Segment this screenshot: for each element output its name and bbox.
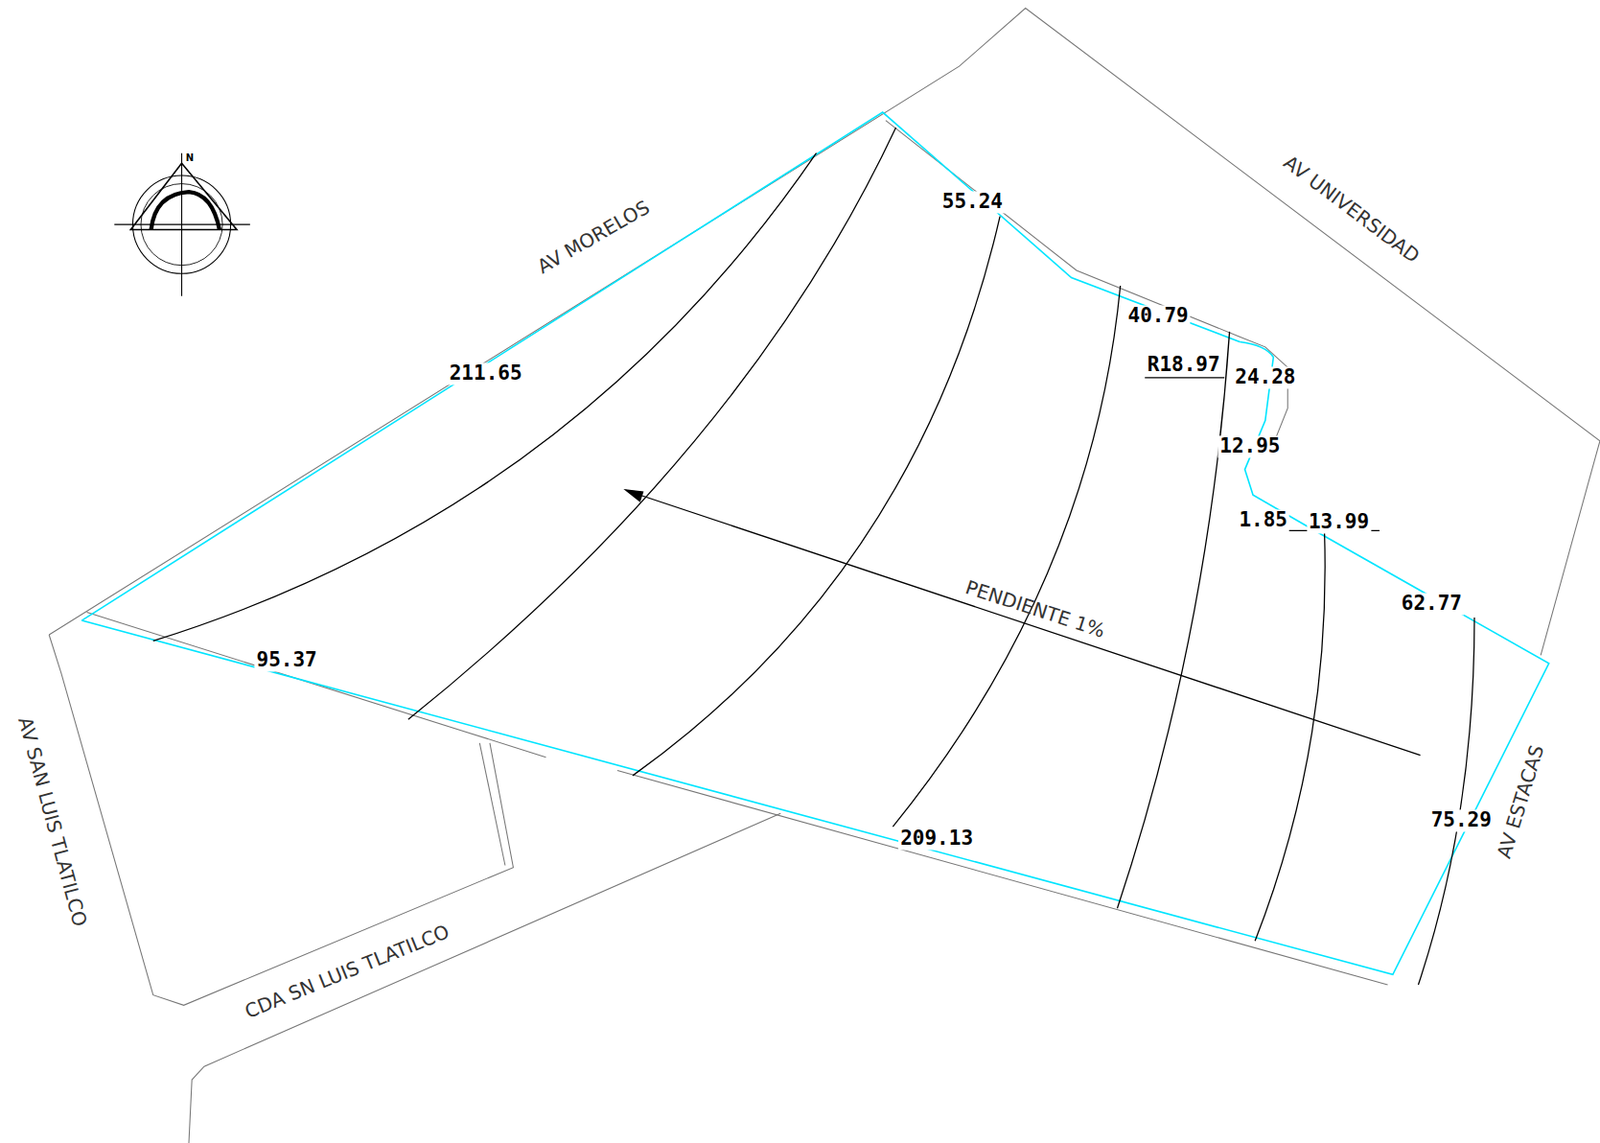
street-name: AV SAN LUIS TLATILCO [14, 712, 93, 930]
contour-lines [153, 127, 1475, 985]
contour-line [408, 127, 897, 719]
dimension-label: 95.37 [254, 649, 319, 672]
dimension-label: 40.79 [1125, 304, 1190, 327]
dimension-label: 55.24 [940, 190, 1005, 213]
dimension-label: 211.65 [447, 362, 525, 385]
dimension-label: R18.97 [1145, 354, 1223, 377]
street-name: CDA SN LUIS TLATILCO [239, 920, 454, 1023]
dimension-label: 12.95 [1217, 436, 1282, 459]
lot-outlines [48, 8, 1600, 1143]
contour-line [1417, 617, 1475, 985]
contour-line [1254, 530, 1325, 941]
property-boundary [81, 112, 1549, 974]
contour-line [1116, 331, 1229, 908]
compass-arc [151, 191, 220, 230]
street-name: AV MORELOS [533, 195, 656, 279]
neighbour-outline [48, 8, 1600, 656]
neighbour-outline [87, 612, 547, 758]
neighbour-outline [479, 742, 506, 866]
compass-axis [181, 153, 183, 297]
north-label: N [184, 151, 196, 163]
dimension-label: 24.28 [1232, 366, 1298, 389]
dimension-label: 75.29 [1429, 809, 1494, 832]
street-outline [188, 812, 781, 1143]
contour-line [632, 216, 1000, 776]
dimension-label: 62.77 [1399, 593, 1464, 616]
north-arrow [114, 153, 251, 297]
arrowhead [626, 489, 644, 502]
dimension-line [1144, 376, 1225, 378]
contour-line [153, 153, 817, 642]
compass-triangle [130, 162, 237, 230]
boundary-line [81, 342, 1549, 975]
street-name: AV UNIVERSIDAD [1278, 150, 1426, 269]
dimension-label: 209.13 [898, 827, 975, 850]
dimension-label: 13.99 [1306, 510, 1371, 534]
neighbour-outline [617, 770, 1389, 986]
dimension-label: 1.85 [1236, 509, 1290, 532]
slope-arrow [630, 491, 1421, 756]
contour-line [892, 285, 1120, 827]
boundary-line [81, 112, 1240, 621]
